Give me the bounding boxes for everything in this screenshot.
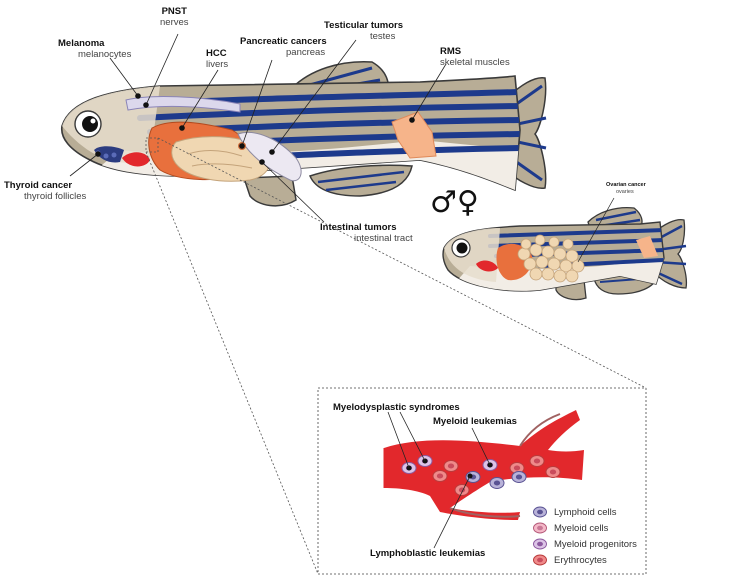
male-marker-dots bbox=[95, 93, 415, 165]
erythrocyte bbox=[432, 470, 448, 482]
legend-item: Myeloid cells bbox=[554, 523, 609, 534]
legend-item: Lymphoid cells bbox=[554, 507, 617, 518]
erythrocyte bbox=[545, 466, 561, 478]
inset-leader-lines bbox=[387, 411, 491, 549]
male-testis bbox=[237, 132, 302, 182]
erythrocyte bbox=[454, 484, 470, 496]
male-leader-lines bbox=[69, 33, 447, 223]
label-lymphoblastic: Lymphoblastic leukemias bbox=[370, 548, 486, 559]
male-pelvic-fin bbox=[242, 175, 297, 207]
ovary-leader-line bbox=[577, 197, 615, 263]
erythrocyte bbox=[509, 462, 525, 474]
legend-swatch-lymphoid-cell bbox=[533, 506, 547, 518]
label-myeloid-leukemias: Myeloid leukemias bbox=[433, 416, 517, 427]
zoom-lines bbox=[145, 137, 647, 575]
lymphoid-cell bbox=[489, 477, 505, 489]
lymphoid-cell bbox=[511, 471, 527, 483]
female-ovary bbox=[517, 234, 585, 283]
legend-swatch-myeloid-progenitor-cell bbox=[533, 538, 547, 550]
legend-item: Erythrocytes bbox=[554, 555, 607, 566]
male-zebrafish bbox=[61, 61, 547, 207]
erythrocyte bbox=[443, 460, 459, 472]
erythrocyte bbox=[529, 455, 545, 467]
legend-item: Myeloid progenitors bbox=[554, 539, 637, 550]
legend-swatch-erythrocyte bbox=[533, 554, 547, 566]
label-myelodysplastic: Myelodysplastic syndromes bbox=[333, 402, 460, 413]
legend-swatch-myeloid-cell bbox=[533, 522, 547, 534]
female-zebrafish bbox=[442, 206, 688, 301]
sex-symbols: ♂♀ bbox=[430, 185, 479, 220]
